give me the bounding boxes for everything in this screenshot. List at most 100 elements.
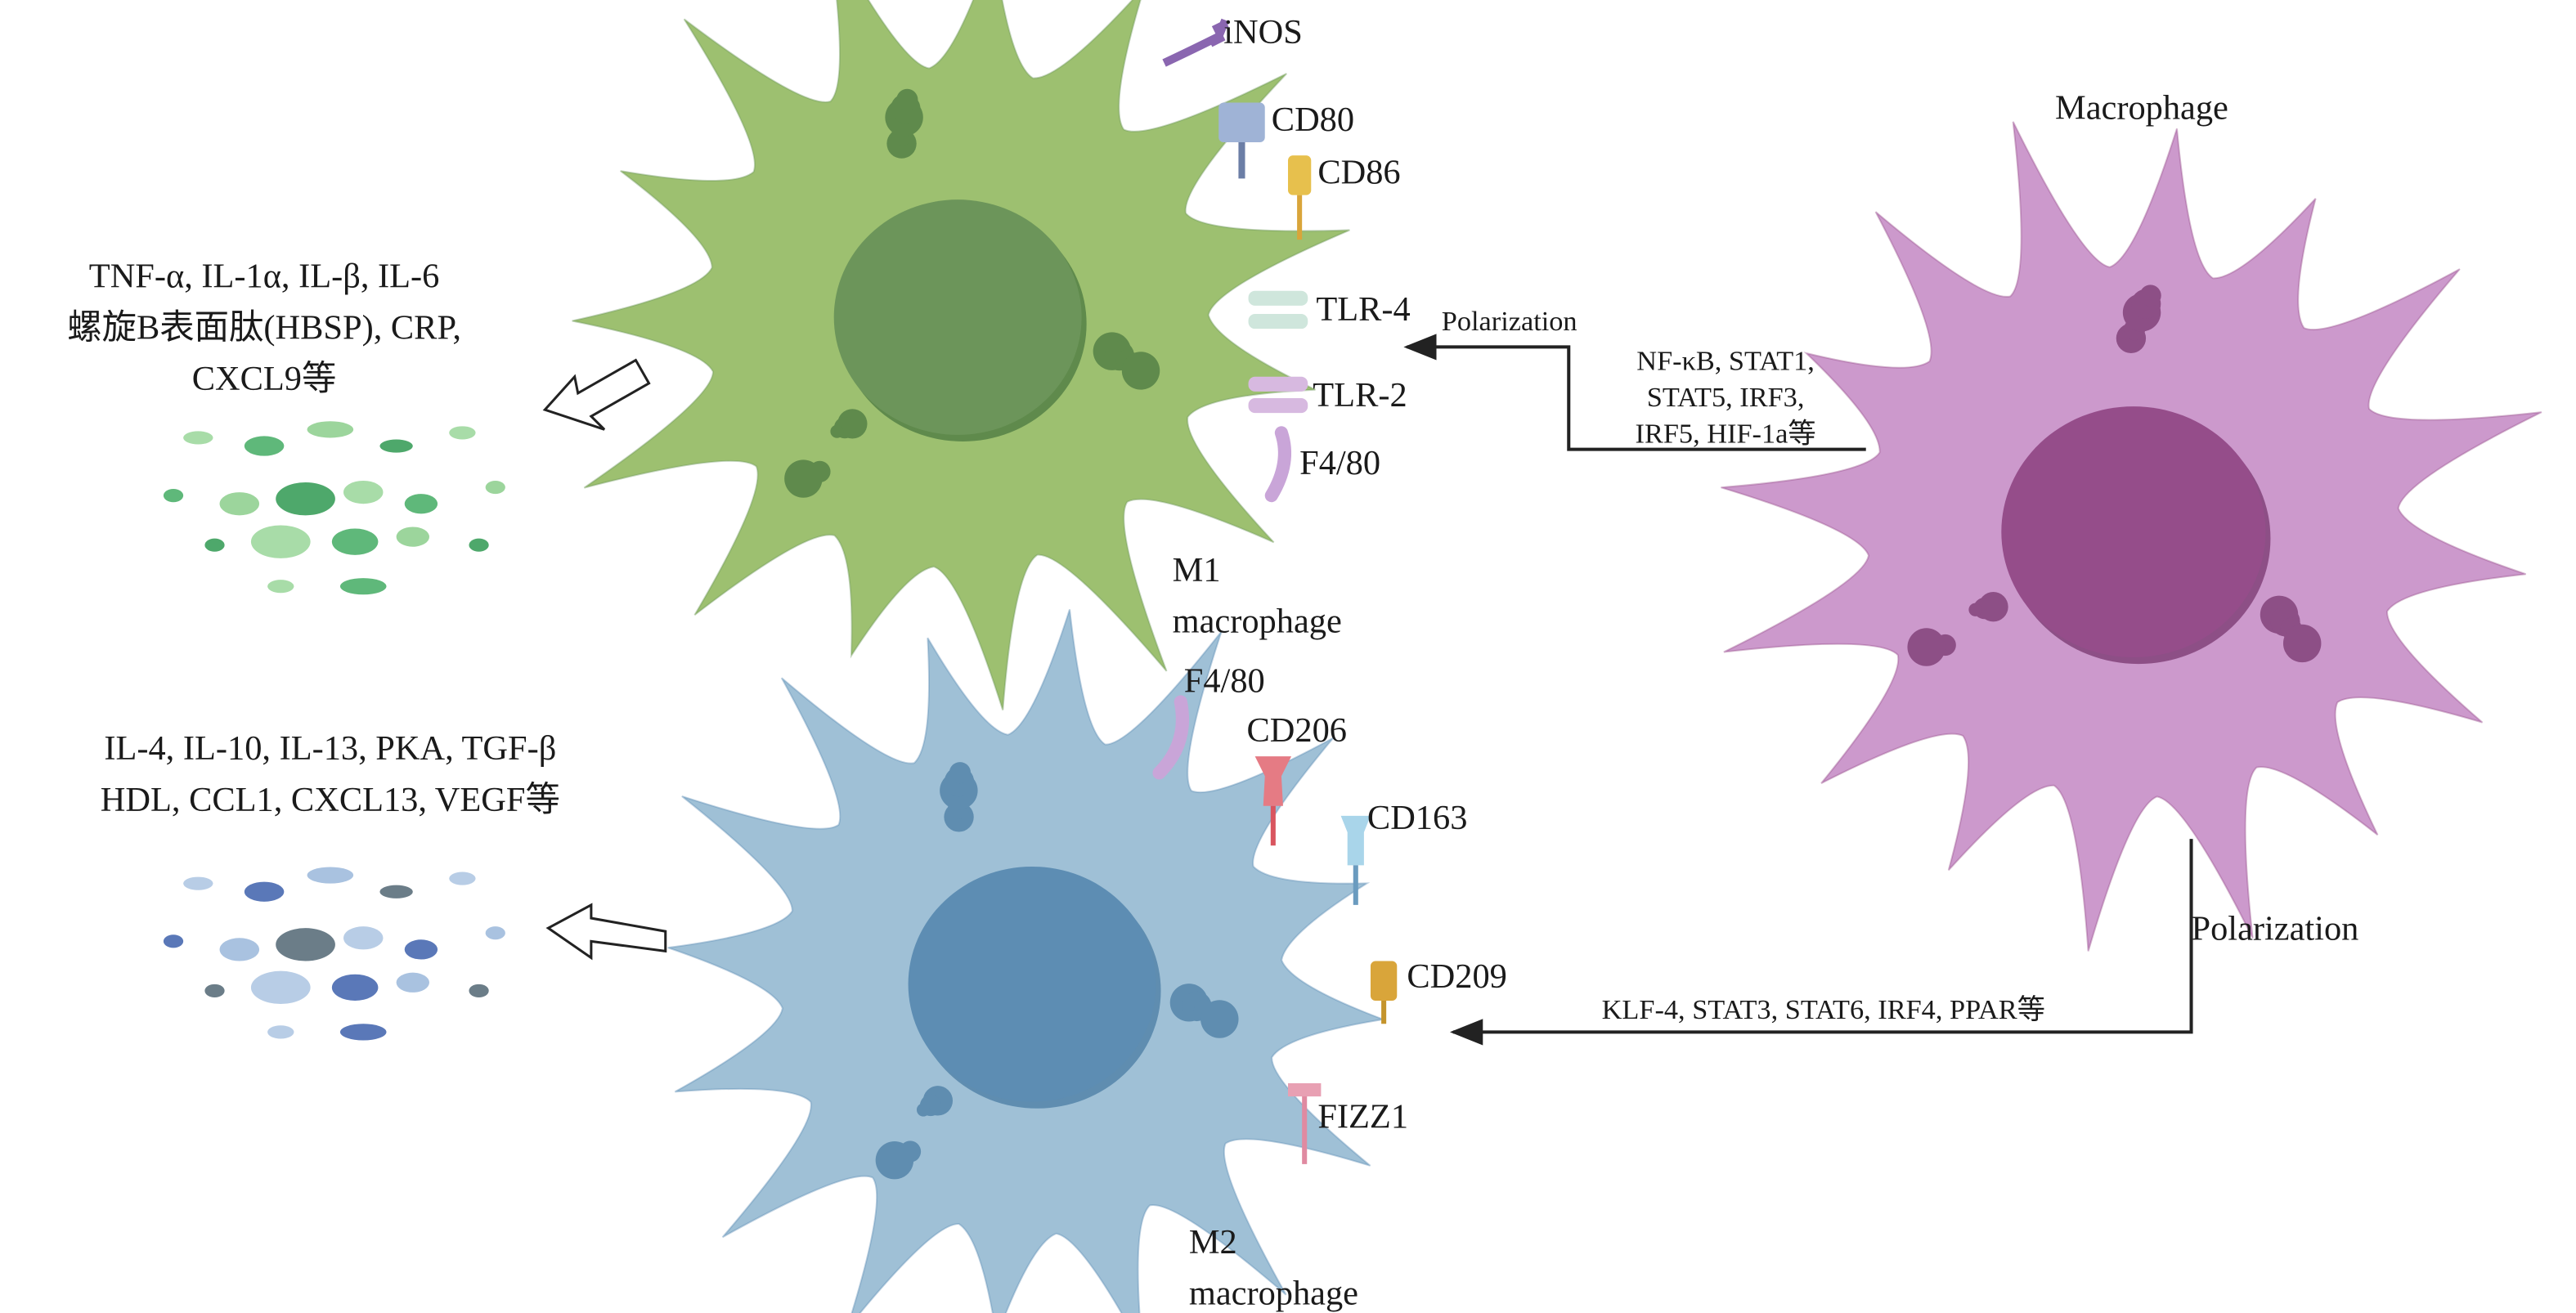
macrophage-vesicle: [2139, 285, 2161, 307]
m1-particle: [183, 431, 213, 445]
marker-fizz1: FIZZ1: [1317, 1097, 1408, 1136]
m2-particle: [163, 934, 184, 948]
m2-factors: KLF-4, STAT3, STAT6, IRF4, PPAR等: [1602, 994, 2045, 1025]
marker-tlr2: TLR-2: [1313, 376, 1407, 415]
m1-particle: [379, 439, 413, 453]
m1-secreted-particles: [163, 421, 505, 595]
macrophage-label: Macrophage: [2055, 89, 2228, 128]
marker-tlr4: TLR-4: [1316, 290, 1410, 329]
m1-particle: [307, 421, 354, 438]
m2-label-line2: macrophage: [1189, 1275, 1358, 1313]
m2-macrophage-cell: [667, 609, 1387, 1313]
marker-f480-m1: F4/80: [1299, 444, 1380, 482]
m2-vesicle: [916, 1103, 931, 1117]
inos-icon: [1162, 18, 1229, 67]
m2-particle: [250, 970, 311, 1005]
m2-vesicle: [875, 1140, 914, 1180]
m1-particle: [404, 494, 438, 514]
fizz1-icon: [1288, 1082, 1322, 1164]
marker-cd209: CD209: [1407, 957, 1506, 996]
m1-vesicle: [830, 424, 844, 438]
m2-particle: [204, 984, 225, 997]
macrophage-nucleus: [2001, 406, 2266, 658]
m1-label-line2: macrophage: [1173, 603, 1342, 641]
m1-particle: [244, 436, 285, 456]
cd163-icon: [1340, 815, 1371, 866]
m2-label-line1: M2: [1189, 1223, 1237, 1261]
m2-vesicle: [949, 762, 972, 784]
m1-vesicle: [784, 459, 823, 498]
m1-receptor-icons: [1162, 18, 1312, 503]
m1-label-line1: M1: [1173, 551, 1221, 589]
m2-particle: [219, 938, 260, 961]
m2-particle: [449, 872, 476, 885]
m1-polarization-label: Polarization: [1442, 306, 1577, 337]
m2-particle: [276, 928, 335, 961]
m2-particle: [343, 926, 384, 950]
m1-vesicle: [896, 88, 918, 111]
m2-secretion-arrow: [545, 903, 667, 961]
m2-secreted-line1: IL-4, IL-10, IL-13, PKA, TGF-β: [104, 729, 556, 768]
m2-particle: [267, 1025, 294, 1039]
m1-particle: [331, 528, 379, 555]
cd86-icon: [1288, 155, 1312, 195]
m2-vesicle: [1200, 1000, 1239, 1038]
macrophage-vesicle: [1968, 603, 1982, 616]
f480-m1-icon: [1264, 426, 1291, 503]
m2-particle: [244, 881, 285, 902]
m1-particle: [219, 492, 260, 516]
m1-particle: [339, 578, 387, 595]
m2-particle: [307, 867, 354, 884]
m2-particle: [396, 972, 429, 993]
m2-particle: [469, 984, 489, 997]
m1-particle: [250, 525, 311, 558]
m1-particle: [163, 489, 184, 503]
m1-particle: [449, 426, 476, 440]
m2-particle: [485, 926, 505, 940]
m1-particle: [267, 580, 294, 594]
tlr2-icon: [1248, 376, 1308, 414]
m2-particle: [404, 939, 438, 960]
m1-secreted-line1: TNF-α, IL-1α, IL-β, IL-6: [89, 258, 440, 296]
m1-factors-line3: IRF5, HIF-1a等: [1636, 419, 1816, 450]
m2-nucleus: [908, 866, 1156, 1102]
m1-macrophage-cell: [572, 0, 1350, 710]
m2-polarization-arrow: [1449, 839, 2193, 1046]
macrophage-cell: [1721, 121, 2542, 952]
marker-f480-m2: F4/80: [1184, 661, 1265, 700]
m1-particle: [204, 538, 225, 552]
m1-vesicle: [1121, 352, 1160, 390]
m1-factors-line2: STAT5, IRF3,: [1647, 382, 1805, 413]
cd80-icon: [1218, 102, 1265, 143]
macrophage-vesicle: [2282, 624, 2322, 663]
f480-m2-icon: [1152, 695, 1190, 780]
m1-particle: [276, 482, 335, 516]
tlr4-icon: [1248, 290, 1308, 329]
m1-particle: [485, 480, 505, 495]
marker-inos: iNOS: [1223, 13, 1303, 52]
m1-polarization-arrow: [1403, 334, 1866, 451]
m1-secreted-line3: CXCL9等: [192, 360, 337, 398]
m2-particle: [379, 885, 413, 898]
m2-particle: [183, 876, 213, 890]
m2-secreted-line2: HDL, CCL1, CXCL13, VEGF等: [101, 781, 560, 819]
macrophage-vesicle: [1907, 628, 1945, 666]
m2-polarization-label: Polarization: [2192, 909, 2359, 948]
marker-cd206: CD206: [1247, 711, 1347, 750]
m1-nucleus: [833, 199, 1082, 435]
m1-particle: [343, 480, 384, 504]
marker-cd86: CD86: [1317, 153, 1400, 191]
marker-cd163: CD163: [1367, 799, 1467, 837]
m1-particle: [396, 527, 429, 547]
m1-secretion-arrow: [542, 358, 651, 431]
m2-particle: [331, 974, 379, 1002]
marker-cd80: CD80: [1272, 101, 1354, 139]
m2-particle: [339, 1024, 387, 1041]
m1-particle: [469, 538, 489, 552]
m1-secreted-line2: 螺旋B表面肽(HBSP), CRP,: [67, 308, 461, 347]
cd209-icon: [1370, 961, 1398, 1002]
m2-secreted-particles: [163, 867, 505, 1041]
m2-receptor-icons: [1152, 695, 1398, 1164]
cd206-icon: [1254, 756, 1292, 806]
